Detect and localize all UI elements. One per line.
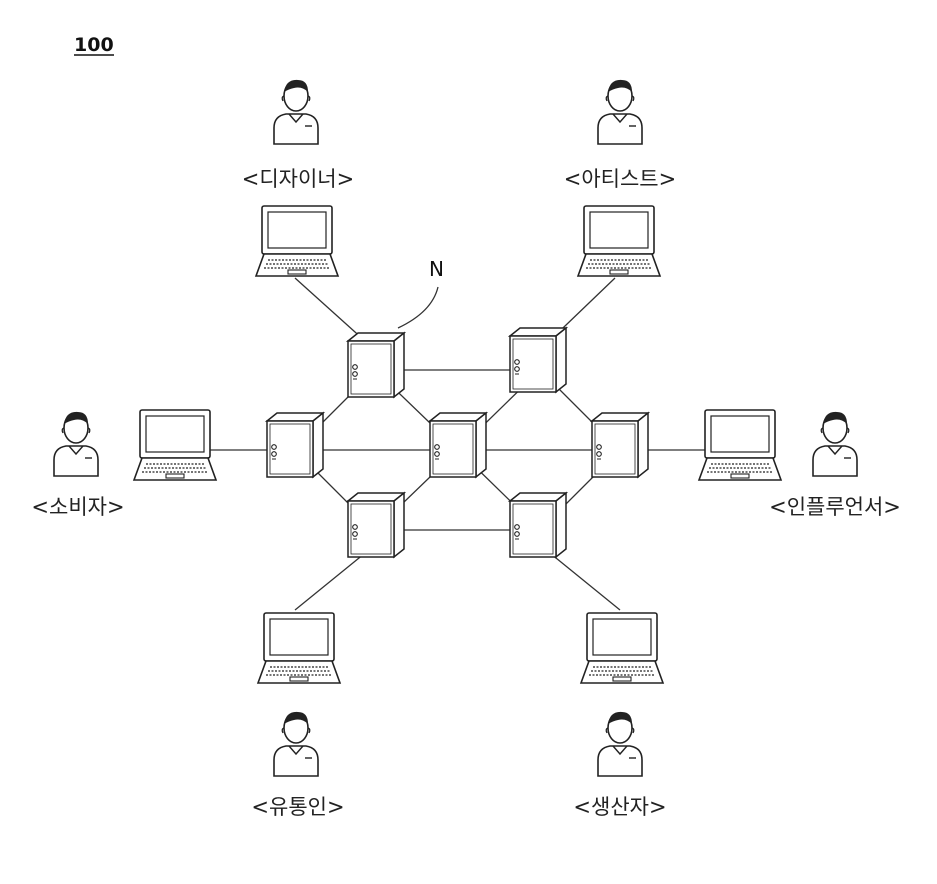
- network-reference-leader: [398, 287, 438, 328]
- laptop-icon: [134, 410, 216, 480]
- consumer-label: <소비자>: [31, 495, 124, 519]
- producer-label: <생산자>: [573, 795, 666, 819]
- influencer-label: <인플루언서>: [769, 495, 901, 519]
- laptop-icon: [699, 410, 781, 480]
- laptop-icon: [578, 206, 660, 276]
- person-icon: [598, 712, 642, 776]
- person-icon: [274, 712, 318, 776]
- distributor-label: <유통인>: [251, 795, 344, 819]
- person-icon: [54, 412, 98, 476]
- artist-label: <아티스트>: [564, 167, 676, 191]
- designer-label: <디자이너>: [242, 167, 354, 191]
- server-icon: [348, 333, 404, 397]
- server-icon: [430, 413, 486, 477]
- laptop-icon: [581, 613, 663, 683]
- figure-number: 100: [74, 34, 114, 56]
- person-icon: [274, 80, 318, 144]
- server-icon: [348, 493, 404, 557]
- server-icon: [592, 413, 648, 477]
- server-icon: [510, 328, 566, 392]
- network-reference-label: N: [429, 257, 444, 281]
- server-icon: [267, 413, 323, 477]
- server-icon: [510, 493, 566, 557]
- laptop-icon: [258, 613, 340, 683]
- laptop-icon: [256, 206, 338, 276]
- person-icon: [813, 412, 857, 476]
- person-icon: [598, 80, 642, 144]
